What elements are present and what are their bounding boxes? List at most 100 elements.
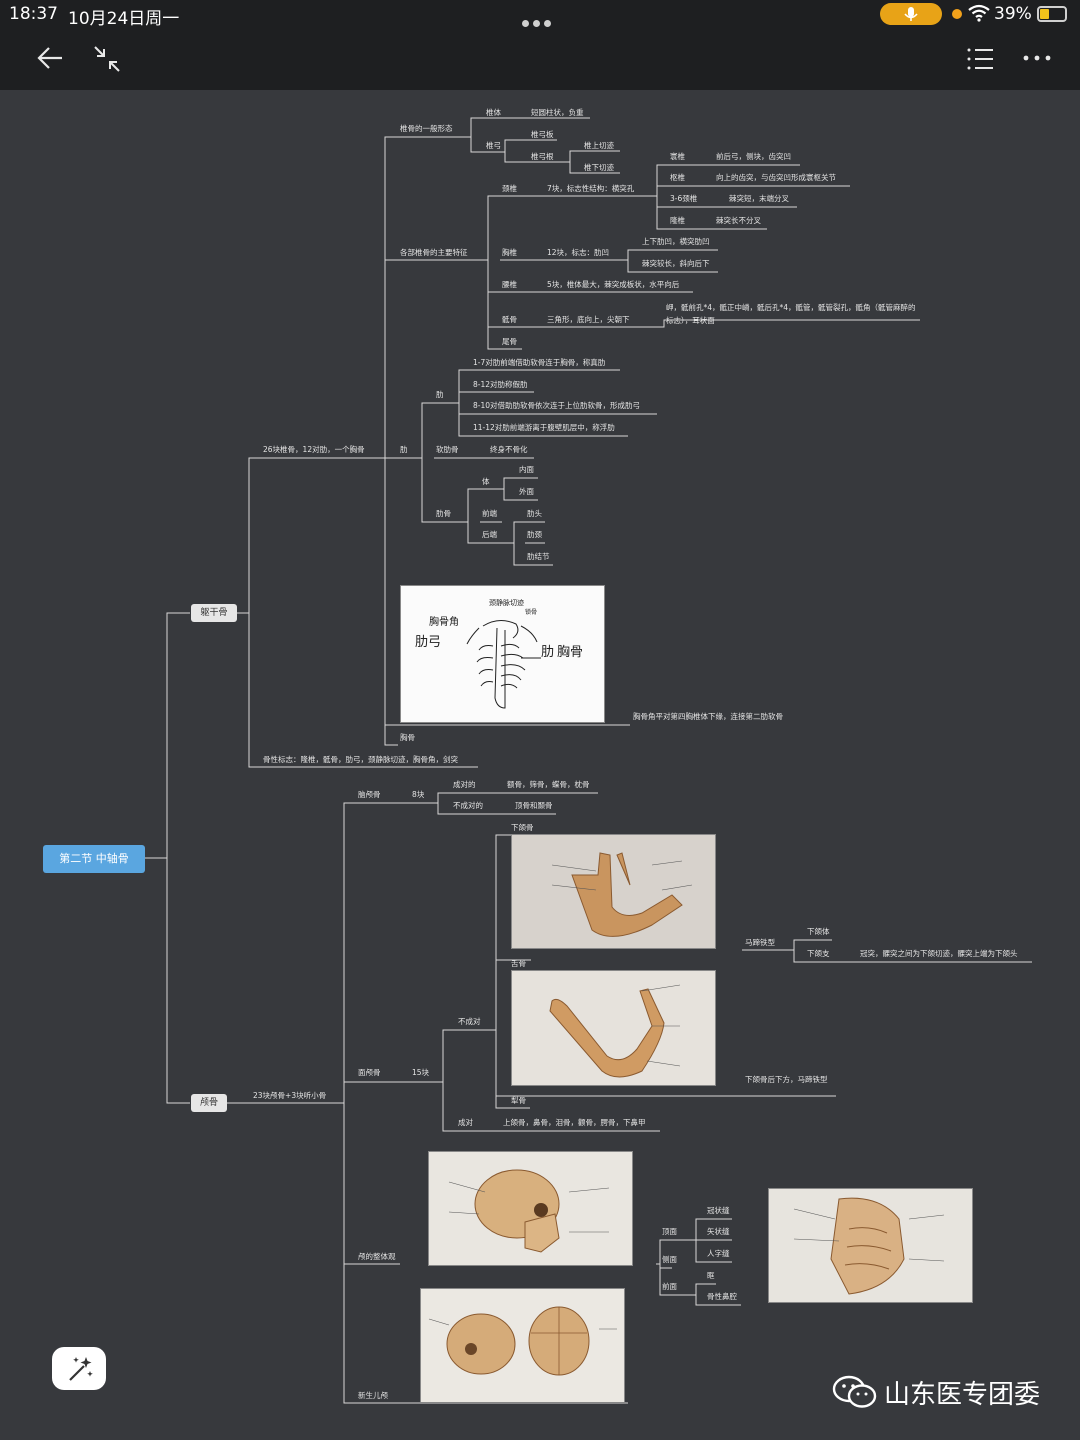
sternum-sketch-image[interactable]: 颈静脉切迹 锁骨 胸骨角 肋弓 肋 胸骨 [400,585,605,723]
node-axis[interactable]: 枢椎 [670,173,685,182]
node-body-desc[interactable]: 短圆柱状，负重 [531,108,584,117]
node-unpaired[interactable]: 不成对的 [453,801,483,810]
node-features[interactable]: 各部椎骨的主要特征 [400,248,468,257]
node-body[interactable]: 椎体 [486,108,501,117]
node-rib-true[interactable]: 1-7对肋前端借助软骨连于胸骨，称真肋 [473,358,606,367]
node-tubercle[interactable]: 肋结节 [527,552,550,561]
node-c36-desc[interactable]: 棘突短，末端分叉 [729,194,789,203]
mindmap-canvas[interactable]: 第二节 中轴骨 躯干骨 颅骨 26块椎骨，12对肋，一个胸骨 椎骨的一般形态 椎… [0,90,1080,1440]
node-front[interactable]: 前面 [662,1282,677,1291]
node-mandible-body[interactable]: 下颌体 [807,927,830,936]
node-outer[interactable]: 外面 [519,487,534,496]
node-cranial-count[interactable]: 8块 [412,790,425,799]
node-mandible[interactable]: 下颌骨 [511,823,534,832]
node-c7-desc[interactable]: 棘突长不分叉 [716,216,761,225]
node-sacrum-desc[interactable]: 三角形，底向上，尖朝下 [547,315,630,324]
more-dots-icon[interactable] [522,12,558,27]
node-trunk-summary[interactable]: 26块椎骨，12对肋，一个胸骨 [263,445,365,454]
node-axis-desc[interactable]: 向上的齿突，与齿突凹形成寰枢关节 [716,173,836,182]
node-coronal[interactable]: 冠状缝 [707,1206,730,1215]
node-thoracic-b[interactable]: 棘突较长，斜向后下 [642,259,710,268]
node-lamina[interactable]: 椎弓板 [531,130,554,139]
node-vomer[interactable]: 犁骨 [511,1096,526,1105]
node-landmarks[interactable]: 骨性标志：隆椎，骶骨，肋弓，颈静脉切迹，胸骨角，剑突 [263,755,458,764]
node-hyoid[interactable]: 舌骨 [511,959,526,968]
node-sagittal[interactable]: 矢状缝 [707,1227,730,1236]
more-icon[interactable] [1022,54,1052,62]
node-top[interactable]: 顶面 [662,1227,677,1236]
node-cervical[interactable]: 颈椎 [502,184,517,193]
node-rib-arch[interactable]: 8-10对借助肋软骨依次连于上位肋软骨，形成肋弓 [473,401,641,410]
node-sternal-angle[interactable]: 胸骨角平对第四胸椎体下缘，连接第二肋软骨 [633,712,783,721]
topic-trunk-bones[interactable]: 躯干骨 [191,604,237,622]
node-rib-group[interactable]: 肋 [400,445,408,454]
nasal-cavity-image[interactable] [768,1188,973,1303]
node-cranial[interactable]: 脑颅骨 [358,790,381,799]
magic-wand-button[interactable] [52,1347,106,1390]
collapse-icon[interactable] [92,44,122,74]
node-sup-notch[interactable]: 椎上切迹 [584,141,614,150]
node-inf-notch[interactable]: 椎下切迹 [584,163,614,172]
node-horseshoe[interactable]: 马蹄铁型 [745,938,775,947]
node-rib[interactable]: 肋 [436,390,444,399]
node-thoracic[interactable]: 胸椎 [502,248,517,257]
topic-skull[interactable]: 颅骨 [191,1094,227,1112]
node-ramus-desc[interactable]: 冠突，髁突之间为下颌切迹，髁突上端为下颌头 [860,949,1018,958]
node-orbit[interactable]: 眶 [707,1271,715,1280]
node-lambdoid[interactable]: 人字缝 [707,1249,730,1258]
node-arch[interactable]: 椎弓 [486,141,501,150]
hyoid-image[interactable] [511,970,716,1086]
node-unpaired-desc[interactable]: 顶骨和颞骨 [515,801,553,810]
node-head[interactable]: 肋头 [527,509,542,518]
node-paired2-desc[interactable]: 上颌骨，鼻骨，泪骨，颧骨，腭骨，下鼻甲 [503,1118,646,1127]
node-paired[interactable]: 成对的 [453,780,476,789]
nasal-cavity-drawing [793,1197,945,1295]
node-nasal[interactable]: 骨性鼻腔 [707,1292,737,1301]
node-paired-desc[interactable]: 额骨，筛骨，蝶骨，枕骨 [507,780,590,789]
node-cervical-desc[interactable]: 7块，标志性结构：横突孔 [547,184,635,193]
node-rib-float[interactable]: 11-12对肋前端游离于腹壁肌层中，称浮肋 [473,423,615,432]
sternum-sketch-drawing [466,620,541,709]
back-arrow-icon[interactable] [36,46,64,70]
node-cartilage[interactable]: 软肋骨 [436,445,459,454]
node-rib-body[interactable]: 体 [482,477,490,486]
node-lumbar[interactable]: 腰椎 [502,280,517,289]
node-atlas-desc[interactable]: 前后弓，侧块，齿突凹 [716,152,791,161]
node-thoracic-desc[interactable]: 12块，标志：肋凹 [547,248,610,257]
node-hyoid-desc[interactable]: 下颌骨后下方，马蹄铁型 [745,1075,828,1084]
node-c7[interactable]: 隆椎 [670,216,685,225]
node-lumbar-desc[interactable]: 5块，椎体最大，棘突成板状，水平向后 [547,280,680,289]
skull-lateral-image[interactable] [428,1151,633,1266]
node-mandible-ramus[interactable]: 下颌支 [807,949,830,958]
node-neck[interactable]: 肋颈 [527,530,542,539]
node-thoracic-a[interactable]: 上下肋凹，横突肋凹 [642,237,710,246]
node-inner[interactable]: 内面 [519,465,534,474]
node-sacrum-detail[interactable]: 岬，骶前孔*4，骶正中嵴，骶后孔*4，骶管，骶管裂孔，骶角（骶管麻醉的标志），耳… [666,303,916,325]
root-topic[interactable]: 第二节 中轴骨 [43,845,145,873]
node-facial-count[interactable]: 15块 [412,1068,430,1077]
node-unpaired2[interactable]: 不成对 [458,1017,481,1026]
microphone-icon[interactable] [880,3,942,25]
mandible-image[interactable] [511,834,716,949]
node-coccyx[interactable]: 尾骨 [502,337,517,346]
node-atlas[interactable]: 寰椎 [670,152,685,161]
node-newborn[interactable]: 新生儿颅 [358,1391,388,1400]
magic-wand-icon [69,1357,93,1381]
node-rib-bone[interactable]: 肋骨 [436,509,451,518]
node-paired2[interactable]: 成对 [458,1118,473,1127]
node-sternum[interactable]: 胸骨 [400,733,415,742]
node-pedicle[interactable]: 椎弓根 [531,152,554,161]
newborn-skull-image[interactable] [420,1288,625,1403]
node-back-end[interactable]: 后端 [482,530,497,539]
node-c36[interactable]: 3-6颈椎 [670,194,698,203]
node-skull-summary[interactable]: 23块颅骨+3块听小骨 [253,1091,327,1100]
node-facial[interactable]: 面颅骨 [358,1068,381,1077]
node-whole[interactable]: 颅的整体观 [358,1252,396,1261]
node-cartilage-desc[interactable]: 终身不骨化 [490,445,528,454]
outline-list-icon[interactable] [966,46,994,72]
node-vertebra-general[interactable]: 椎骨的一般形态 [400,124,453,133]
node-side[interactable]: 侧面 [662,1255,677,1264]
node-sacrum[interactable]: 骶骨 [502,315,517,324]
node-front-end[interactable]: 前端 [482,509,497,518]
node-rib-false[interactable]: 8-12对肋称假肋 [473,380,528,389]
